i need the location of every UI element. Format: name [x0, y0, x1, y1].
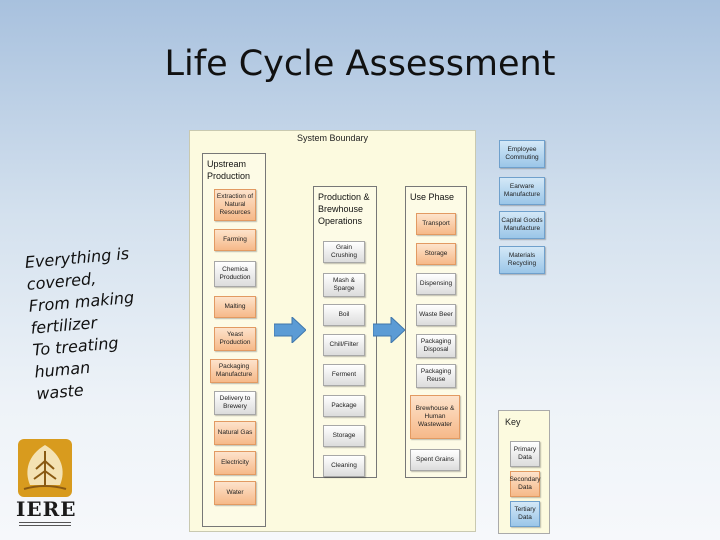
logo-subtitle-lines: [16, 520, 74, 528]
upstream-box: Water: [214, 481, 256, 505]
key-tertiary: Tertiary Data: [510, 501, 540, 527]
upstream-title: Upstream Production: [207, 159, 251, 181]
upstream-box: Natural Gas: [214, 421, 256, 445]
key-title: Key: [505, 417, 521, 427]
flow-arrow-icon: [274, 317, 306, 343]
production-box: Storage: [323, 425, 365, 447]
use-phase-box: Dispensing: [416, 273, 456, 295]
iere-logo-icon: [18, 439, 72, 497]
upstream-box: Delivery to Brewery: [214, 391, 256, 415]
production-box: Package: [323, 395, 365, 417]
use-phase-box: Transport: [416, 213, 456, 235]
outside-box: Employee Commuting: [499, 140, 545, 168]
use-phase-box: Packaging Disposal: [416, 334, 456, 358]
production-box: Ferment: [323, 364, 365, 386]
outside-box: Capital Goods Manufacture: [499, 211, 545, 239]
use-phase-title: Use Phase: [410, 192, 455, 202]
caption-text: Everything is covered, From making ferti…: [24, 237, 207, 405]
upstream-box: Extraction of Natural Resources: [214, 189, 256, 221]
upstream-box: Packaging Manufacture: [210, 359, 258, 383]
use-phase-box: Brewhouse & Human Wastewater: [410, 395, 460, 439]
upstream-box: Electricity: [214, 451, 256, 475]
use-phase-box: Storage: [416, 243, 456, 265]
use-phase-box: Spent Grains: [410, 449, 460, 471]
outside-box: Earware Manufacture: [499, 177, 545, 205]
production-box: Chill/Filter: [323, 334, 365, 356]
production-title: Production & Brewhouse Operations: [318, 192, 370, 226]
upstream-box: Malting: [214, 296, 256, 318]
production-box: Grain Crushing: [323, 241, 365, 263]
upstream-box: Chemica Production: [214, 261, 256, 287]
outside-box: Materials Recycling: [499, 246, 545, 274]
flow-arrow-icon: [373, 317, 405, 343]
slide-title: Life Cycle Assessment: [164, 44, 556, 84]
lca-diagram: System Boundary Upstream Production Prod…: [189, 130, 476, 532]
production-box: Boil: [323, 304, 365, 326]
use-phase-box: Waste Beer: [416, 304, 456, 326]
system-boundary-label: System Boundary: [296, 133, 369, 143]
production-box: Cleaning: [323, 455, 365, 477]
logo-wordmark: IERE: [16, 497, 77, 521]
use-phase-box: Packaging Reuse: [416, 364, 456, 388]
upstream-box: Farming: [214, 229, 256, 251]
legend-key: Key Primary Data Secondary Data Tertiary…: [498, 410, 550, 534]
key-primary: Primary Data: [510, 441, 540, 467]
upstream-box: Yeast Production: [214, 327, 256, 351]
production-box: Mash & Sparge: [323, 273, 365, 297]
key-secondary: Secondary Data: [509, 471, 541, 497]
